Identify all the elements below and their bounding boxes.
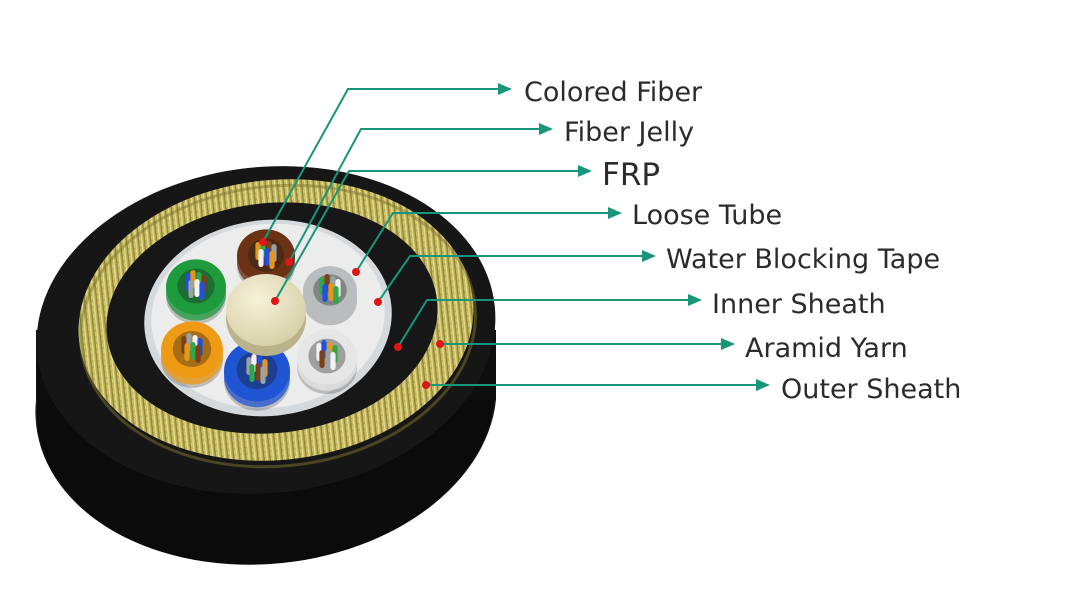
colored-fiber-strand	[190, 342, 196, 360]
brown-tube	[237, 229, 295, 293]
label-loose-tube: Loose Tube	[632, 200, 782, 231]
label-outer-sheath: Outer Sheath	[781, 374, 961, 405]
inner-sheath-arrow-head	[688, 294, 702, 306]
inner-sheath-marker-dot	[394, 343, 402, 351]
colored-fiber-strand	[194, 279, 200, 297]
colored-fiber-marker-dot	[259, 238, 267, 246]
leader-colored-fiber	[259, 83, 512, 246]
leader-outer-sheath	[422, 379, 770, 391]
grey-tube-fibers	[319, 274, 341, 304]
white-tube	[297, 329, 357, 394]
frp-leader-line	[274, 170, 590, 302]
water-blocking-tape-arrow-head	[642, 250, 656, 262]
colored-fiber-strand	[269, 251, 275, 269]
blue-tube	[224, 340, 290, 411]
loose-tube-leader-line	[355, 212, 620, 273]
label-fiber-jelly: Fiber Jelly	[564, 117, 694, 148]
water-blocking-tape-marker-dot	[374, 298, 382, 306]
fiber-jelly-marker-dot	[285, 258, 293, 266]
label-inner-sheath: Inner Sheath	[712, 289, 886, 320]
label-colored-fiber: Colored Fiber	[524, 77, 703, 108]
leader-fiber-jelly	[285, 123, 553, 266]
white-tube-fibers	[316, 340, 338, 370]
colored-fiber-arrow-head	[498, 83, 512, 95]
grey-tube	[303, 266, 357, 326]
label-aramid-yarn: Aramid Yarn	[745, 333, 908, 364]
water-blocking-tape-leader-line	[377, 255, 654, 303]
leader-lines	[259, 83, 770, 391]
colored-fiber-strand	[319, 350, 325, 368]
fiber-jelly-arrow-head	[539, 123, 553, 135]
frp-marker-dot	[271, 297, 279, 305]
colored-fiber-strand	[184, 343, 190, 361]
colored-fiber-strand	[328, 283, 334, 301]
inner-sheath-leader-line	[397, 299, 700, 348]
colored-fiber-strand	[255, 363, 261, 381]
orange-tube	[161, 321, 223, 388]
frp-rod	[226, 274, 306, 356]
leader-loose-tube	[352, 207, 622, 276]
green-tube-fibers	[185, 270, 207, 300]
leader-frp	[271, 165, 592, 305]
aramid-yarn-marker-dot	[436, 340, 444, 348]
blue-tube-fibers	[246, 354, 268, 384]
loose-tube-marker-dot	[352, 268, 360, 276]
colored-fiber-strand	[199, 282, 205, 300]
fiber-jelly-leader-line	[288, 128, 551, 263]
loose-tubes	[161, 229, 357, 411]
green-tube	[166, 259, 226, 324]
colored-fiber-strand	[264, 248, 270, 266]
loose-tube-arrow-head	[608, 207, 622, 219]
leader-aramid-yarn	[436, 338, 735, 350]
label-frp: FRP	[602, 157, 660, 193]
outer-sheath-arrow-head	[756, 379, 770, 391]
frp-arrow-head	[578, 165, 592, 177]
label-water-blocking-tape: Water Blocking Tape	[666, 244, 940, 275]
colored-fiber-strand	[333, 286, 339, 304]
colored-fiber-strand	[249, 364, 255, 382]
orange-tube-fibers	[181, 333, 203, 363]
colored-fiber-strand	[322, 284, 328, 302]
leader-inner-sheath	[394, 294, 702, 351]
colored-fiber-strand	[260, 366, 266, 384]
colored-fiber-leader-line	[262, 88, 510, 243]
leader-water-blocking-tape	[374, 250, 656, 306]
colored-fiber-strand	[330, 352, 336, 370]
colored-fiber-strand	[188, 280, 194, 298]
colored-fiber-strand	[325, 349, 331, 367]
brown-tube-fibers	[255, 239, 277, 269]
colored-fiber-strand	[195, 345, 201, 363]
colored-fiber-strand	[258, 249, 264, 267]
aramid-yarn-arrow-head	[721, 338, 735, 350]
outer-sheath-marker-dot	[422, 381, 430, 389]
